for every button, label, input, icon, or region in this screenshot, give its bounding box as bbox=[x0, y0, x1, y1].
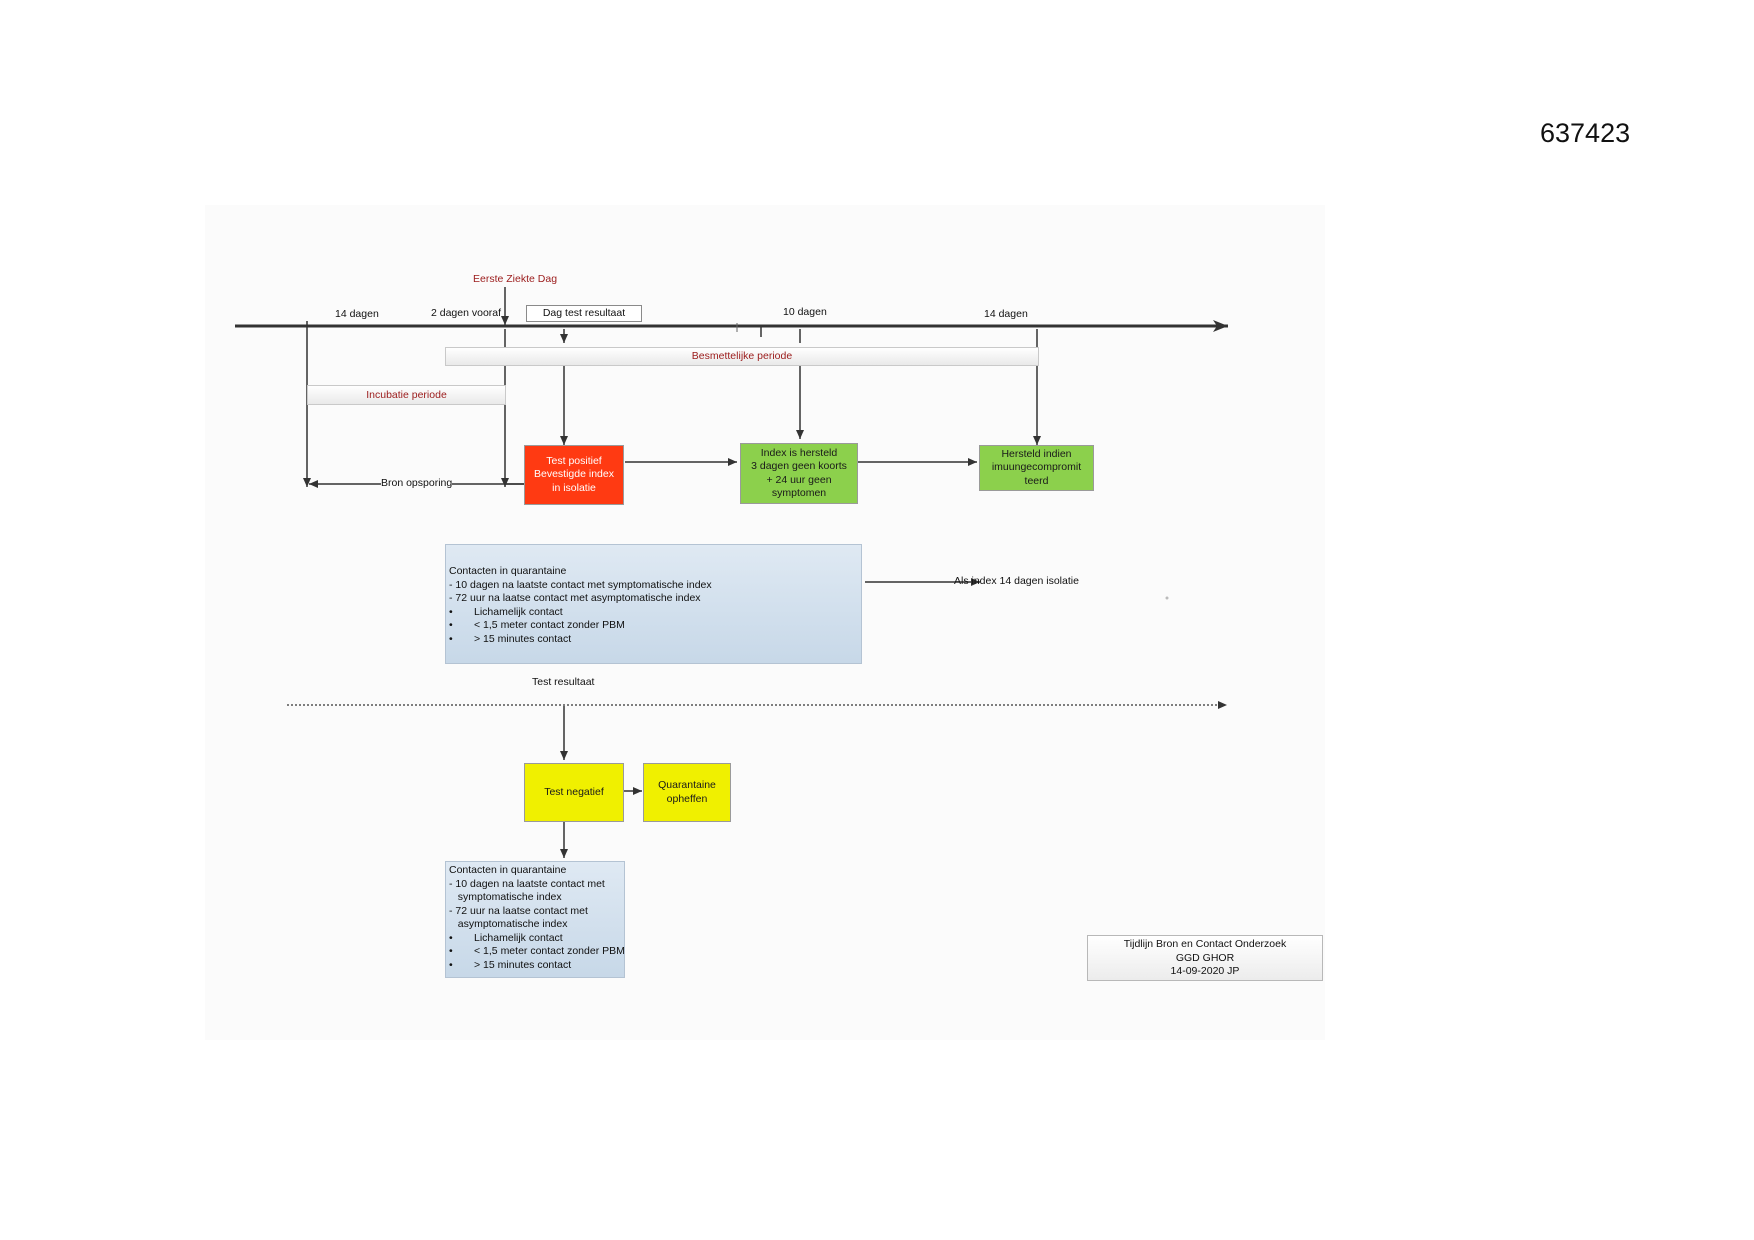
incubatie-periode-bar: Incubatie periode bbox=[307, 385, 506, 405]
index-hersteld-line-2: 3 dagen geen koorts bbox=[751, 460, 847, 472]
quarantine-top-line-2: - 72 uur na laatse contact met asymptoma… bbox=[449, 592, 701, 604]
quarantine-panel-top: Contacten in quarantaine - 10 dagen na l… bbox=[445, 544, 862, 664]
credit-line-2: GGD GHOR bbox=[1175, 951, 1235, 964]
bullet-text: Lichamelijk contact bbox=[474, 605, 563, 618]
eerste-ziekte-dag-label: Eerste Ziekte Dag bbox=[473, 273, 558, 285]
bullet-icon: • bbox=[449, 931, 453, 944]
diagram-canvas: 14 dagen 2 dagen vooraf Dag test resulta… bbox=[205, 205, 1325, 1040]
opheffen-line-2: opheffen bbox=[666, 792, 708, 805]
hersteld-indien-line-2: imuungecompromit bbox=[991, 461, 1082, 474]
bullet-icon: • bbox=[449, 605, 453, 618]
index-hersteld-line-1: Index is hersteld bbox=[760, 446, 838, 459]
quarantine-bottom-line-4: asymptomatische index bbox=[449, 918, 568, 930]
index-hersteld-line-3: + 24 uur geen bbox=[766, 473, 832, 486]
label-2-dagen-vooraf: 2 dagen vooraf bbox=[431, 307, 502, 319]
hersteld-indien-line-1: Hersteld indien bbox=[1001, 447, 1072, 460]
bullet-text: Lichamelijk contact bbox=[474, 931, 563, 944]
label-10-dagen: 10 dagen bbox=[783, 306, 827, 318]
besmettelijke-periode-bar: Besmettelijke periode bbox=[445, 347, 1039, 366]
credit-box: Tijdlijn Bron en Contact Onderzoek GGD G… bbox=[1087, 935, 1323, 981]
bullet-icon: • bbox=[449, 632, 453, 645]
credit-line-3: 14-09-2020 JP bbox=[1170, 965, 1240, 977]
hersteld-indien-box: Hersteld indien imuungecompromit teerd bbox=[979, 445, 1094, 491]
stray-mark bbox=[1165, 596, 1169, 600]
quarantine-bottom-bullet-1: • Lichamelijk contact bbox=[449, 932, 621, 946]
quarantine-bottom-bullet-2: • < 1,5 meter contact zonder PBM bbox=[449, 945, 625, 959]
test-negatief-box: Test negatief bbox=[524, 763, 624, 822]
index-hersteld-line-4: symptomen bbox=[771, 487, 827, 499]
test-negatief-label: Test negatief bbox=[544, 785, 604, 798]
test-positief-line-1: Test positief bbox=[546, 454, 602, 467]
bullet-text: < 1,5 meter contact zonder PBM bbox=[474, 619, 625, 631]
quarantine-top-line-1: - 10 dagen na laatste contact met sympto… bbox=[449, 578, 712, 591]
quarantine-top-title: Contacten in quarantaine bbox=[449, 565, 567, 577]
bullet-text: > 15 minutes contact bbox=[474, 632, 572, 645]
test-resultaat-label: Test resultaat bbox=[532, 676, 595, 688]
quarantine-top-bullet-1: • Lichamelijk contact bbox=[449, 606, 858, 620]
quarantine-bottom-bullet-3: • > 15 minutes contact bbox=[449, 959, 621, 973]
test-positief-line-3: in isolatie bbox=[552, 481, 596, 494]
index-hersteld-box: Index is hersteld 3 dagen geen koorts + … bbox=[740, 443, 858, 504]
document-id: 637423 bbox=[1540, 118, 1631, 148]
bullet-icon: • bbox=[449, 619, 453, 631]
label-14-dagen-right: 14 dagen bbox=[984, 308, 1028, 320]
bullet-text: < 1,5 meter contact zonder PBM bbox=[474, 945, 625, 957]
bullet-text: > 15 minutes contact bbox=[474, 958, 572, 971]
quarantine-panel-bottom: Contacten in quarantaine - 10 dagen na l… bbox=[445, 861, 625, 978]
quarantine-top-bullet-2: • < 1,5 meter contact zonder PBM bbox=[449, 619, 858, 633]
dag-test-resultaat-box: Dag test resultaat bbox=[526, 305, 642, 322]
bron-opsporing-label: Bron opsporing bbox=[381, 477, 453, 489]
quarantine-bottom-title: Contacten in quarantaine bbox=[449, 864, 567, 876]
bullet-icon: • bbox=[449, 945, 453, 957]
label-14-dagen-left: 14 dagen bbox=[335, 308, 379, 320]
test-positief-line-2: Bevestigde index bbox=[534, 468, 614, 481]
credit-line-1: Tijdlijn Bron en Contact Onderzoek bbox=[1123, 938, 1287, 950]
test-positief-box: Test positief Bevestigde index in isolat… bbox=[524, 445, 624, 505]
quarantine-bottom-line-2: symptomatische index bbox=[449, 891, 562, 903]
quarantine-bottom-line-3: - 72 uur na laatse contact met bbox=[449, 904, 588, 917]
opheffen-line-1: Quarantaine bbox=[658, 779, 716, 791]
quarantine-bottom-line-1: - 10 dagen na laatste contact met bbox=[449, 877, 605, 890]
quarantaine-opheffen-box: Quarantaine opheffen bbox=[643, 763, 731, 822]
quarantine-top-bullet-3: • > 15 minutes contact bbox=[449, 633, 858, 647]
bullet-icon: • bbox=[449, 958, 453, 971]
hersteld-indien-line-3: teerd bbox=[1024, 474, 1049, 487]
als-index-label: Als index 14 dagen isolatie bbox=[954, 575, 1079, 587]
